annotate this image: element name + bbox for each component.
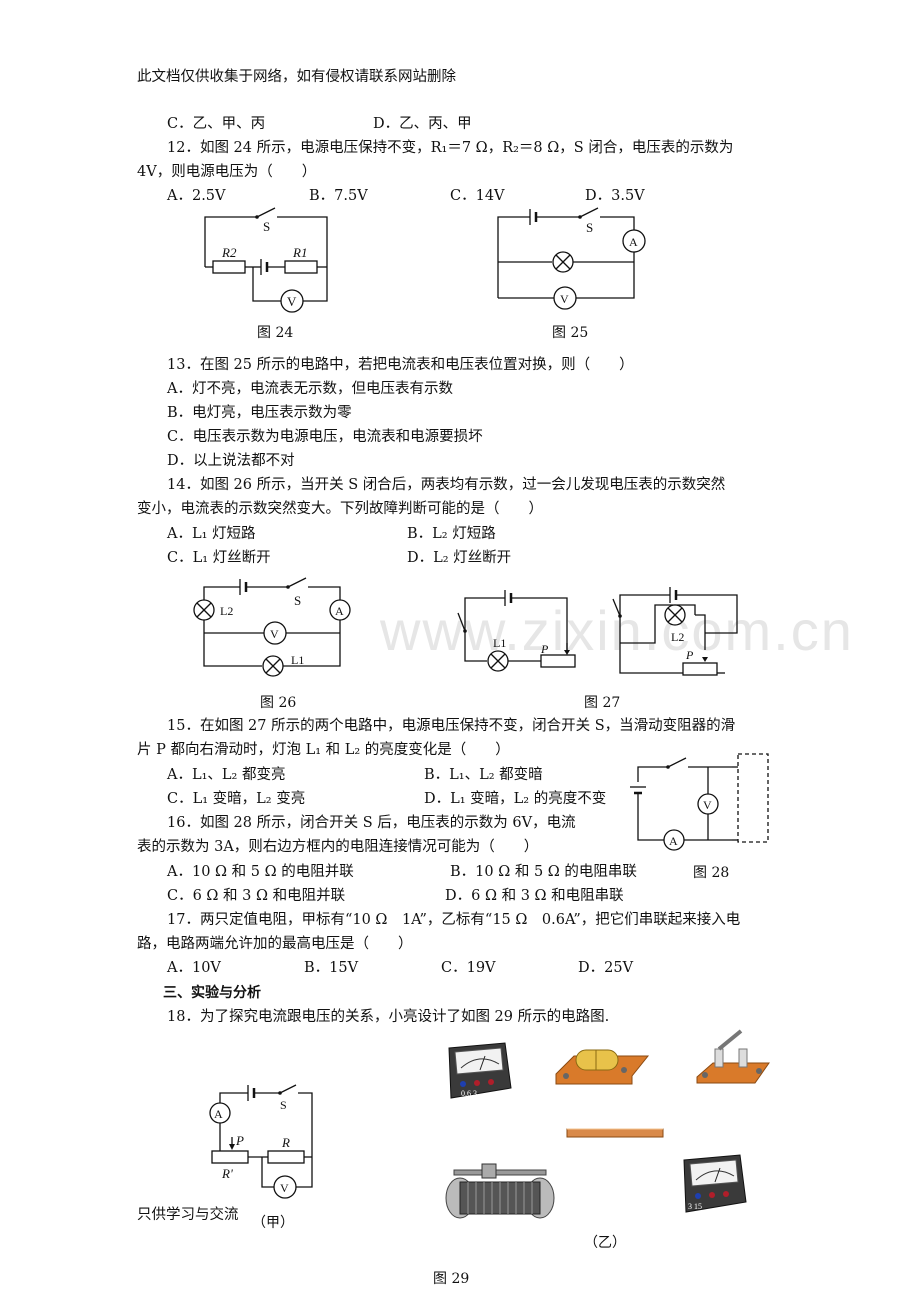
slider-p-label: P [235,1133,244,1148]
switch-image [696,1029,770,1084]
voltmeter-label: V [287,294,297,309]
q12-option-c: C．14V [450,188,505,204]
q15-option-a: A．L₁、L₂ 都变亮 [167,767,286,783]
switch-label: S [263,219,270,234]
ammeter-label: A [669,834,678,848]
figure-25-circuit: S A V [497,207,646,310]
q17-option-c: C．19V [441,960,496,976]
q16-stem-2: 表的示数为 3A，则右边方框内的电阻连接情况可能为（ ） [137,839,539,855]
switch-label: S [586,220,593,235]
q13-option-b: B．电灯亮，电压表示数为零 [167,405,352,421]
q17-option-b: B．15V [304,960,359,976]
q16-option-d: D．6 Ω 和 3 Ω 和电阻串联 [445,888,624,904]
voltmeter-label: V [560,292,569,306]
battery-holder-image [555,1049,650,1085]
q16-option-c: C．6 Ω 和 3 Ω 和电阻并联 [167,888,346,904]
q14-option-c: C．L₁ 灯丝断开 [167,550,271,566]
slider-p-label: P [540,642,549,656]
ammeter-label: A [214,1107,223,1121]
voltmeter-image: 3 15 [683,1154,747,1213]
q13-stem: 13．在图 25 所示的电路中，若把电流表和电压表位置对换，则（ ） [167,357,634,373]
q15-option-c: C．L₁ 变暗，L₂ 变亮 [167,791,306,807]
q14-option-a: A．L₁ 灯短路 [167,526,256,542]
q12-option-b: B．7.5V [309,188,368,204]
figure-27-circuits: L1 P L2 P [457,587,738,676]
q11-option-c: C．乙、甲、丙 [167,116,266,132]
q16-option-a: A．10 Ω 和 5 Ω 的电阻并联 [167,864,354,880]
watermark: www.zixin.com.cn [380,599,854,662]
resistor-wire-image [566,1128,664,1138]
q12-option-d: D．3.5V [585,188,645,204]
q17-option-d: D．25V [578,960,634,976]
figure-29-circuit: A S P R R' V [209,1084,313,1199]
slider-p-label: P [685,648,694,662]
r2-label: R2 [221,245,237,260]
q17-option-a: A．10V [167,960,221,976]
figure-26-caption: 图 26 [260,695,297,711]
q13-option-d: D．以上说法都不对 [167,453,295,469]
ammeter-image: 0.6 3 [448,1042,512,1099]
figure-28-circuit: V A [630,753,769,851]
voltmeter-label: V [703,798,712,812]
figure-26-circuit: S A V L2 L1 [193,577,351,677]
q11-option-d: D．乙、丙、甲 [373,116,472,132]
q12-option-a: A．2.5V [167,188,226,204]
ammeter-label: A [629,235,638,249]
ammeter-scale: 0.6 3 [461,1089,477,1098]
lamp-l1-label: L1 [493,636,506,650]
q12-stem-1: 12．如图 24 所示，电源电压保持不变，R₁＝7 Ω，R₂＝8 Ω，S 闭合，… [167,140,734,156]
figure-24-caption: 图 24 [257,325,294,341]
figure-28-caption: 图 28 [693,865,730,881]
q14-stem-2: 变小，电流表的示数突然变大。下列故障判断可能的是（ ） [137,501,543,517]
q14-option-d: D．L₂ 灯丝断开 [407,550,512,566]
figure-29-jia-caption: （甲） [252,1215,294,1231]
rheostat-image [445,1163,555,1219]
header-note: 此文档仅供收集于网络，如有侵权请联系网站删除 [137,69,456,85]
q15-option-d: D．L₁ 变暗，L₂ 的亮度不变 [424,791,607,807]
voltmeter-scale: 3 15 [688,1202,702,1211]
q16-stem-1: 16．如图 28 所示，闭合开关 S 后，电压表的示数为 6V，电流 [167,815,576,831]
voltmeter-label: V [280,1181,289,1195]
q13-option-a: A．灯不亮，电流表无示数，但电压表有示数 [167,381,453,397]
q18-stem: 18．为了探究电流跟电压的关系，小亮设计了如图 29 所示的电路图. [167,1009,610,1025]
switch-label: S [280,1098,287,1112]
figure-27-caption: 图 27 [584,695,621,711]
q13-option-c: C．电压表示数为电源电压，电流表和电源要损坏 [167,429,483,445]
lamp-l2-label: L2 [220,604,233,618]
ammeter-label: A [335,604,344,618]
q15-option-b: B．L₁、L₂ 都变暗 [424,767,543,783]
switch-label: S [294,593,301,608]
r1-label: R1 [292,245,307,260]
q15-stem-1: 15．在如图 27 所示的两个电路中，电源电压保持不变，闭合开关 S，当滑动变阻… [167,718,736,734]
q14-option-b: B．L₂ 灯短路 [407,526,496,542]
q14-stem-1: 14．如图 26 所示，当开关 S 闭合后，两表均有示数，过一会儿发现电压表的示… [167,477,726,493]
q15-stem-2: 片 P 都向右滑动时，灯泡 L₁ 和 L₂ 的亮度变化是（ ） [137,742,510,758]
footer-note: 只供学习与交流 [137,1207,239,1223]
figure-24-circuit: S R2 R1 V [204,207,328,313]
lamp-l1-label: L1 [291,653,304,667]
voltmeter-label: V [270,627,279,641]
q17-stem-1: 17．两只定值电阻，甲标有“10 Ω 1A”，乙标有“15 Ω 0.6A”，把它… [167,912,741,928]
q16-option-b: B．10 Ω 和 5 Ω 的电阻串联 [450,864,637,880]
lamp-l2-label: L2 [671,630,684,644]
q17-stem-2: 路，电路两端允许加的最高电压是（ ） [137,936,413,952]
rheostat-label: R' [221,1166,233,1181]
figure-29-yi-caption: （乙） [584,1235,626,1251]
q12-stem-2: 4V，则电源电压为（ ） [137,164,317,180]
resistor-r-label: R [281,1135,290,1150]
figure-25-caption: 图 25 [552,325,589,341]
section-title: 三、实验与分析 [163,985,261,1001]
figure-29-caption: 图 29 [433,1271,470,1287]
